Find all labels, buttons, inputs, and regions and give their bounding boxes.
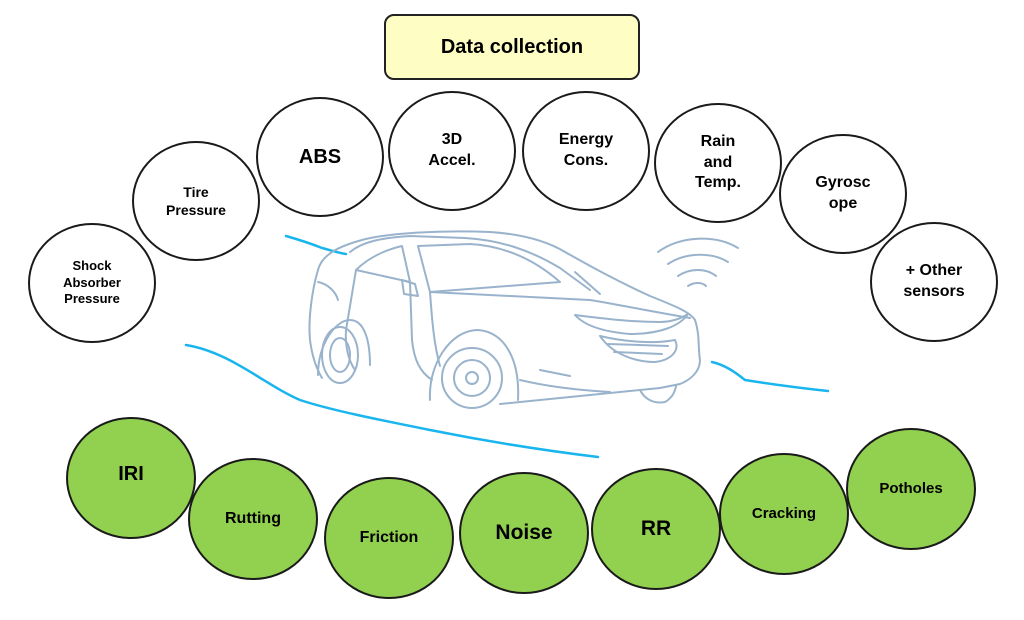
sensor-other-sensors: + Other sensors xyxy=(870,222,998,342)
sensor-abs: ABS xyxy=(256,97,384,217)
metric-friction: Friction xyxy=(324,477,454,599)
metric-iri: IRI xyxy=(66,417,196,539)
sensor-rain-and-temp: Rain and Temp. xyxy=(654,103,782,223)
metric-cracking: Cracking xyxy=(719,453,849,575)
wireless-signal-icon xyxy=(657,237,739,287)
metric-potholes: Potholes xyxy=(846,428,976,550)
data-collection-title: Data collection xyxy=(384,14,640,80)
sensor-tire-pressure: Tire Pressure xyxy=(132,141,260,261)
road-lines xyxy=(184,234,830,459)
metric-rr: RR xyxy=(591,468,721,590)
sensor-gyroscope: Gyrosc ope xyxy=(779,134,907,254)
sensor-3d-accel: 3D Accel. xyxy=(388,91,516,211)
car-icon xyxy=(308,230,701,409)
title-text: Data collection xyxy=(440,35,584,58)
metric-noise: Noise xyxy=(459,472,589,594)
metric-rutting: Rutting xyxy=(188,458,318,580)
sensor-energy-cons: Energy Cons. xyxy=(522,91,650,211)
sensor-shock-absorber-pressure: Shock Absorber Pressure xyxy=(28,223,156,343)
